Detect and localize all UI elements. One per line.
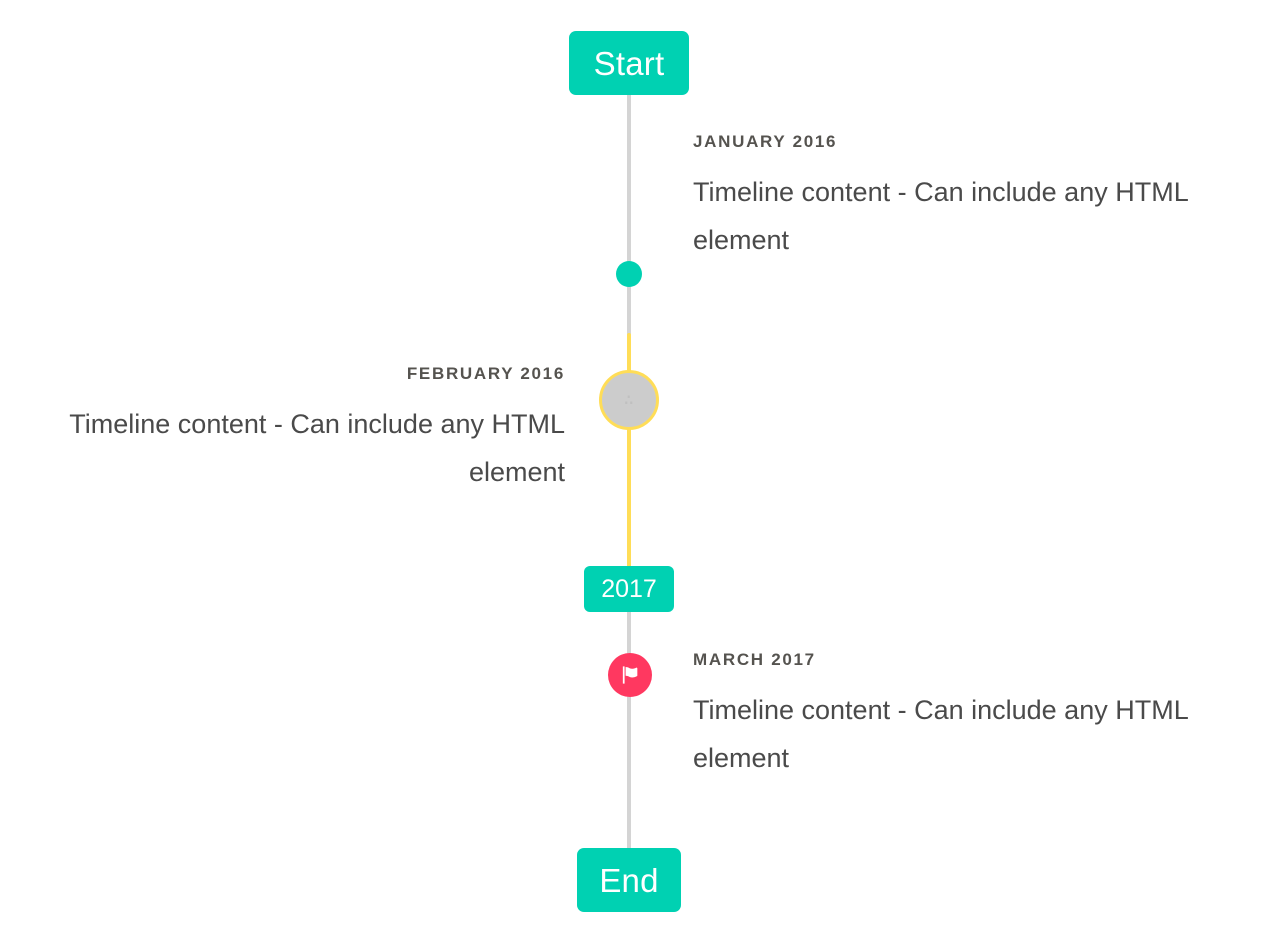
timeline-item-heading: FEBRUARY 2016: [406, 364, 565, 383]
timeline-start-label[interactable]: Start: [569, 31, 689, 95]
timeline-item-content: MARCH 2017 Timeline content - Can includ…: [693, 650, 1223, 782]
timeline-item-body: Timeline content - Can include any HTML …: [693, 694, 1188, 773]
timeline-spine-highlight: [627, 333, 631, 568]
dot-marker-icon[interactable]: [616, 261, 642, 287]
flag-icon[interactable]: [608, 653, 652, 697]
timeline-item-heading: JANUARY 2016: [693, 132, 838, 151]
placeholder-glyph-marker-icon[interactable]: ∴: [599, 370, 659, 430]
timeline-item-content: FEBRUARY 2016 Timeline content - Can inc…: [40, 364, 565, 496]
timeline-item-body: Timeline content - Can include any HTML …: [69, 408, 565, 487]
timeline-item-content: JANUARY 2016 Timeline content - Can incl…: [693, 132, 1223, 264]
timeline-end-label[interactable]: End: [577, 848, 681, 912]
flag-icon-glyph: [622, 666, 638, 684]
timeline-item-heading: MARCH 2017: [693, 650, 816, 669]
timeline-item-body: Timeline content - Can include any HTML …: [693, 176, 1188, 255]
timeline-period-label-2017[interactable]: 2017: [584, 566, 674, 612]
marker-glyph: ∴: [623, 389, 635, 410]
